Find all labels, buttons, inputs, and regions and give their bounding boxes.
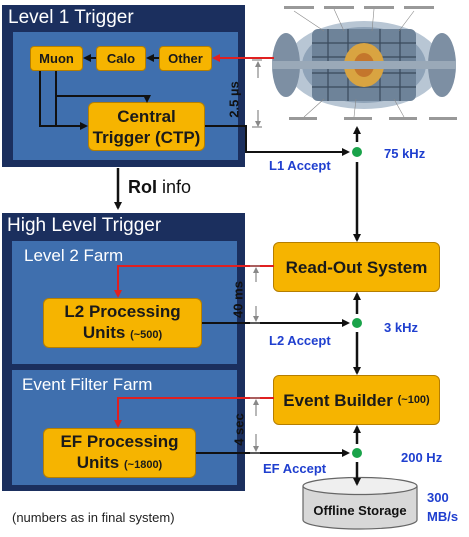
event-builder-label: Event Builder <box>283 390 393 410</box>
level2-farm-title: Level 2 Farm <box>24 246 124 265</box>
event-builder-count: (~100) <box>397 393 430 406</box>
event-filter-farm-title: Event Filter Farm <box>22 375 153 394</box>
roi-info-label: RoI info <box>128 177 191 198</box>
storage-rate-unit: MB/s <box>427 509 459 524</box>
other-box: Other <box>159 46 212 71</box>
event-builder-box: Event Builder (~100) <box>273 375 440 425</box>
ef-line2: Units (~1800) <box>76 452 163 472</box>
ef-line1: EF Processing <box>60 431 179 451</box>
l1-rate: 75 kHz <box>384 146 426 161</box>
l2-accept-label: L2 Accept <box>269 333 331 348</box>
detector-image <box>264 3 464 123</box>
ef-accept-label: EF Accept <box>263 461 327 476</box>
l2-line1: L2 Processing <box>64 301 181 321</box>
ctp-line2: Trigger (CTP) <box>92 127 201 147</box>
roi-rest: info <box>157 177 192 197</box>
l2-rate: 3 kHz <box>384 320 418 335</box>
muon-box: Muon <box>30 46 83 71</box>
ef-count: (~1800) <box>124 458 163 471</box>
offline-storage-label: Offline Storage <box>313 503 407 518</box>
l2-count: (~500) <box>130 328 163 341</box>
offline-storage-cylinder <box>301 476 419 532</box>
read-out-system-box: Read-Out System <box>273 242 440 292</box>
l2-line2: Units (~500) <box>82 322 163 342</box>
ef-processing-units-box: EF Processing Units (~1800) <box>43 428 196 478</box>
calo-box: Calo <box>96 46 146 71</box>
ctp-line1: Central <box>117 106 176 126</box>
l2-processing-units-box: L2 Processing Units (~500) <box>43 298 202 348</box>
hlt-title: High Level Trigger <box>7 215 162 236</box>
ef-rate: 200 Hz <box>401 450 443 465</box>
storage-rate-value: 300 <box>427 490 449 505</box>
footnote: (numbers as in final system) <box>12 510 175 525</box>
l1-accept-label: L1 Accept <box>269 158 331 173</box>
roi-bold: RoI <box>128 177 157 197</box>
level1-title: Level 1 Trigger <box>8 7 134 28</box>
